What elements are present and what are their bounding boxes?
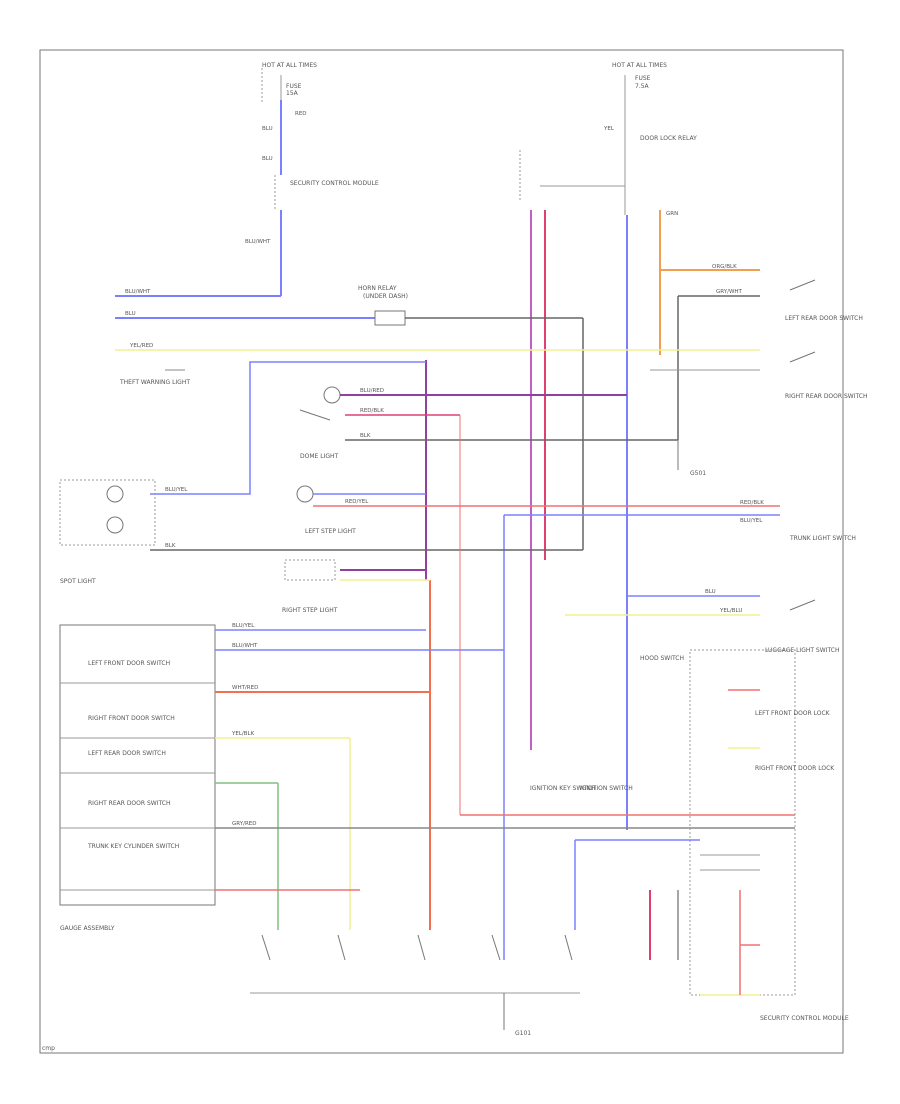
- svg-text:TRUNK KEY CYLINDER SWITCH: TRUNK KEY CYLINDER SWITCH: [87, 843, 179, 850]
- wire-label-gry-red: GRY/RED: [232, 821, 256, 827]
- svg-text:DOME LIGHT: DOME LIGHT: [300, 453, 338, 460]
- top-right-fuse-block: HOT AT ALL TIMES FUSE 7.5A YEL DOOR LOCK…: [519, 62, 697, 217]
- left-rear-door-switch: LEFT REAR DOOR SWITCH: [785, 279, 863, 322]
- svg-text:RIGHT FRONT DOOR SWITCH: RIGHT FRONT DOOR SWITCH: [88, 715, 175, 722]
- svg-text:IGNITION SWITCH: IGNITION SWITCH: [580, 785, 633, 792]
- svg-text:G101: G101: [515, 1030, 531, 1037]
- right-step-light: RIGHT STEP LIGHT: [282, 559, 338, 614]
- theft-warning-light: THEFT WARNING LIGHT: [119, 369, 190, 386]
- tl-wire1: BLU: [262, 126, 273, 132]
- svg-text:HOOD SWITCH: HOOD SWITCH: [640, 655, 684, 662]
- wire-label-blk-2: BLK: [165, 543, 176, 549]
- svg-text:LEFT FRONT DOOR LOCK: LEFT FRONT DOOR LOCK: [755, 710, 831, 717]
- wire-label-yel-blk: YEL/BLK: [231, 731, 255, 737]
- svg-text:LEFT REAR DOOR SWITCH: LEFT REAR DOOR SWITCH: [785, 315, 863, 322]
- wire-label-blu-red-1: BLU/RED: [360, 388, 384, 394]
- wire-label-yel-red: YEL/RED: [129, 343, 153, 349]
- ignition-switch: IGNITION SWITCH: [580, 785, 633, 792]
- svg-text:THEFT WARNING LIGHT: THEFT WARNING LIGHT: [119, 379, 190, 386]
- wire-label-org-blk: ORG/BLK: [712, 264, 737, 270]
- svg-text:SPOT LIGHT: SPOT LIGHT: [60, 578, 96, 585]
- tr-fuse-name: FUSE: [635, 75, 651, 82]
- svg-text:LEFT FRONT DOOR SWITCH: LEFT FRONT DOOR SWITCH: [88, 660, 170, 667]
- tl-wire2: BLU: [262, 156, 273, 162]
- wire-label-blu: BLU: [125, 311, 136, 317]
- svg-text:GAUGE ASSEMBLY: GAUGE ASSEMBLY: [60, 925, 115, 932]
- tr-fuse-title: HOT AT ALL TIMES: [612, 62, 667, 69]
- wire-label-blk-1: BLK: [360, 433, 371, 439]
- svg-text:RIGHT REAR DOOR SWITCH: RIGHT REAR DOOR SWITCH: [785, 393, 867, 400]
- svg-text:IGNITION KEY SWITCH: IGNITION KEY SWITCH: [530, 785, 596, 792]
- top-left-fuse-block: HOT AT ALL TIMES FUSE 15A BLU BLU RED SE…: [115, 62, 379, 297]
- wire-label-red-yel: RED/YEL: [345, 499, 369, 505]
- right-rear-door-switch: RIGHT REAR DOOR SWITCH: [785, 351, 867, 400]
- gauge-assembly: GAUGE ASSEMBLY LEFT FRONT DOOR SWITCH RI…: [59, 624, 216, 932]
- tl-wire3: RED: [295, 111, 307, 117]
- tl-fuse-amp: 15A: [286, 90, 299, 97]
- wire-label-red-blk-1: RED/BLK: [360, 408, 384, 414]
- wire-label-blu-yel-2: BLU/YEL: [740, 518, 763, 524]
- tr-wire3: GRN: [666, 211, 678, 217]
- tl-fuse-name: FUSE: [286, 83, 302, 90]
- ground-g101: G101: [503, 993, 531, 1037]
- tr-comp: DOOR LOCK RELAY: [640, 135, 697, 142]
- wire-label-red-blk-2: RED/BLK: [740, 500, 764, 506]
- horn-relay-label: HORN RELAY: [358, 285, 397, 292]
- hood-switch: HOOD SWITCH: [640, 655, 684, 662]
- ignition-key-switch: IGNITION KEY SWITCH: [530, 785, 596, 792]
- diagram-frame: [39, 49, 844, 1054]
- wire-label-blu-yel-3: BLU/YEL: [232, 623, 255, 629]
- wire-label-blu-wht: BLU/WHT: [125, 289, 151, 295]
- tl-comp: SECURITY CONTROL MODULE: [290, 180, 379, 187]
- horn-relay-note: (UNDER DASH): [363, 293, 408, 300]
- tl-out-wire: BLU/WHT: [245, 239, 271, 245]
- svg-text:RIGHT REAR DOOR SWITCH: RIGHT REAR DOOR SWITCH: [88, 800, 170, 807]
- svg-text:SECURITY CONTROL MODULE: SECURITY CONTROL MODULE: [760, 1015, 849, 1022]
- spot-light: SPOT LIGHT: [59, 479, 156, 585]
- tr-wire1: YEL: [603, 126, 615, 132]
- wire-label-blu-yel-1: BLU/YEL: [165, 487, 188, 493]
- svg-text:LEFT REAR DOOR SWITCH: LEFT REAR DOOR SWITCH: [88, 750, 166, 757]
- svg-text:LEFT STEP LIGHT: LEFT STEP LIGHT: [305, 528, 356, 535]
- svg-text:G501: G501: [690, 470, 706, 477]
- luggage-light-switch: LUGGAGE LIGHT SWITCH: [765, 599, 839, 654]
- wire-label-blu-wht-2: BLU/WHT: [232, 643, 258, 649]
- bottom-door-switches: [250, 934, 580, 994]
- svg-text:TRUNK LIGHT SWITCH: TRUNK LIGHT SWITCH: [789, 535, 856, 542]
- trunk-light-switch: TRUNK LIGHT SWITCH: [789, 535, 856, 542]
- horn-relay: [374, 310, 406, 326]
- tr-fuse-amp: 7.5A: [635, 83, 650, 90]
- svg-text:RIGHT FRONT DOOR LOCK: RIGHT FRONT DOOR LOCK: [755, 765, 835, 772]
- wire-label-wht-red: WHT/RED: [232, 685, 258, 691]
- wire-label-gry-wht: GRY/WHT: [716, 289, 743, 295]
- dome-light: DOME LIGHT: [299, 386, 341, 460]
- tl-fuse-title: HOT AT ALL TIMES: [262, 62, 317, 69]
- footer-code: cmp: [42, 1045, 55, 1052]
- svg-text:LUGGAGE LIGHT SWITCH: LUGGAGE LIGHT SWITCH: [765, 647, 839, 654]
- svg-text:RIGHT STEP LIGHT: RIGHT STEP LIGHT: [282, 607, 338, 614]
- wire-label-yel-blu: YEL/BLU: [719, 608, 742, 614]
- security-control-module: SECURITY CONTROL MODULE LEFT FRONT DOOR …: [689, 649, 849, 1022]
- ground-g501: G501: [677, 440, 706, 477]
- wire-label-blu-2: BLU: [705, 589, 716, 595]
